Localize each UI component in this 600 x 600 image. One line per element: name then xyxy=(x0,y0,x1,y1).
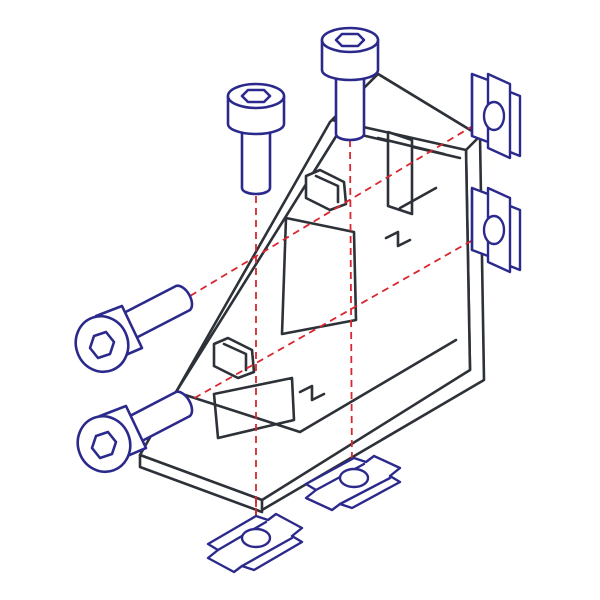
screw-top-shank xyxy=(334,74,366,142)
corner-bracket xyxy=(138,72,486,514)
bracket-window-upper-inner xyxy=(314,174,340,204)
slot-nut-bottom-left-hole xyxy=(240,527,272,549)
slot-nut-right-lower-hole xyxy=(482,214,506,246)
slot-nuts xyxy=(206,72,522,574)
hex-socket-icon xyxy=(334,32,366,48)
bracket-window-lower-inner xyxy=(222,342,248,372)
bracket-rib-lower xyxy=(212,376,296,440)
bracket-window-upper xyxy=(304,168,348,212)
hex-socket-icon xyxy=(90,430,118,460)
axis-side-screw-upper xyxy=(179,111,497,303)
screw-side-lower-shank xyxy=(124,390,194,444)
screw-upper-left xyxy=(226,82,286,196)
slot-nut-bottom-right-hole xyxy=(338,467,370,489)
screws xyxy=(74,26,380,474)
screw-side-upper xyxy=(74,284,194,374)
screw-side-upper-shank xyxy=(116,284,194,342)
bracket-notch-lower xyxy=(298,384,326,402)
slot-nut-right-upper xyxy=(470,72,522,160)
screw-side-lower xyxy=(76,390,194,474)
slot-nut-bottom-right xyxy=(304,454,402,512)
bracket-notch-upper xyxy=(384,230,412,248)
bracket-rib-upper xyxy=(280,216,358,336)
hex-socket-icon xyxy=(88,330,116,360)
bracket-top-slot-2 xyxy=(376,136,446,210)
bracket-window-lower xyxy=(212,336,256,380)
screw-upper-left-shank xyxy=(240,128,272,196)
slot-nut-bottom-left xyxy=(206,512,304,574)
bracket-top-slot xyxy=(386,130,414,216)
hex-socket-icon xyxy=(240,88,272,104)
slot-nut-right-upper-hole xyxy=(482,100,506,132)
screw-top xyxy=(320,26,380,142)
bracket-bottom-flange xyxy=(138,453,264,514)
slot-nut-right-lower xyxy=(470,186,522,274)
